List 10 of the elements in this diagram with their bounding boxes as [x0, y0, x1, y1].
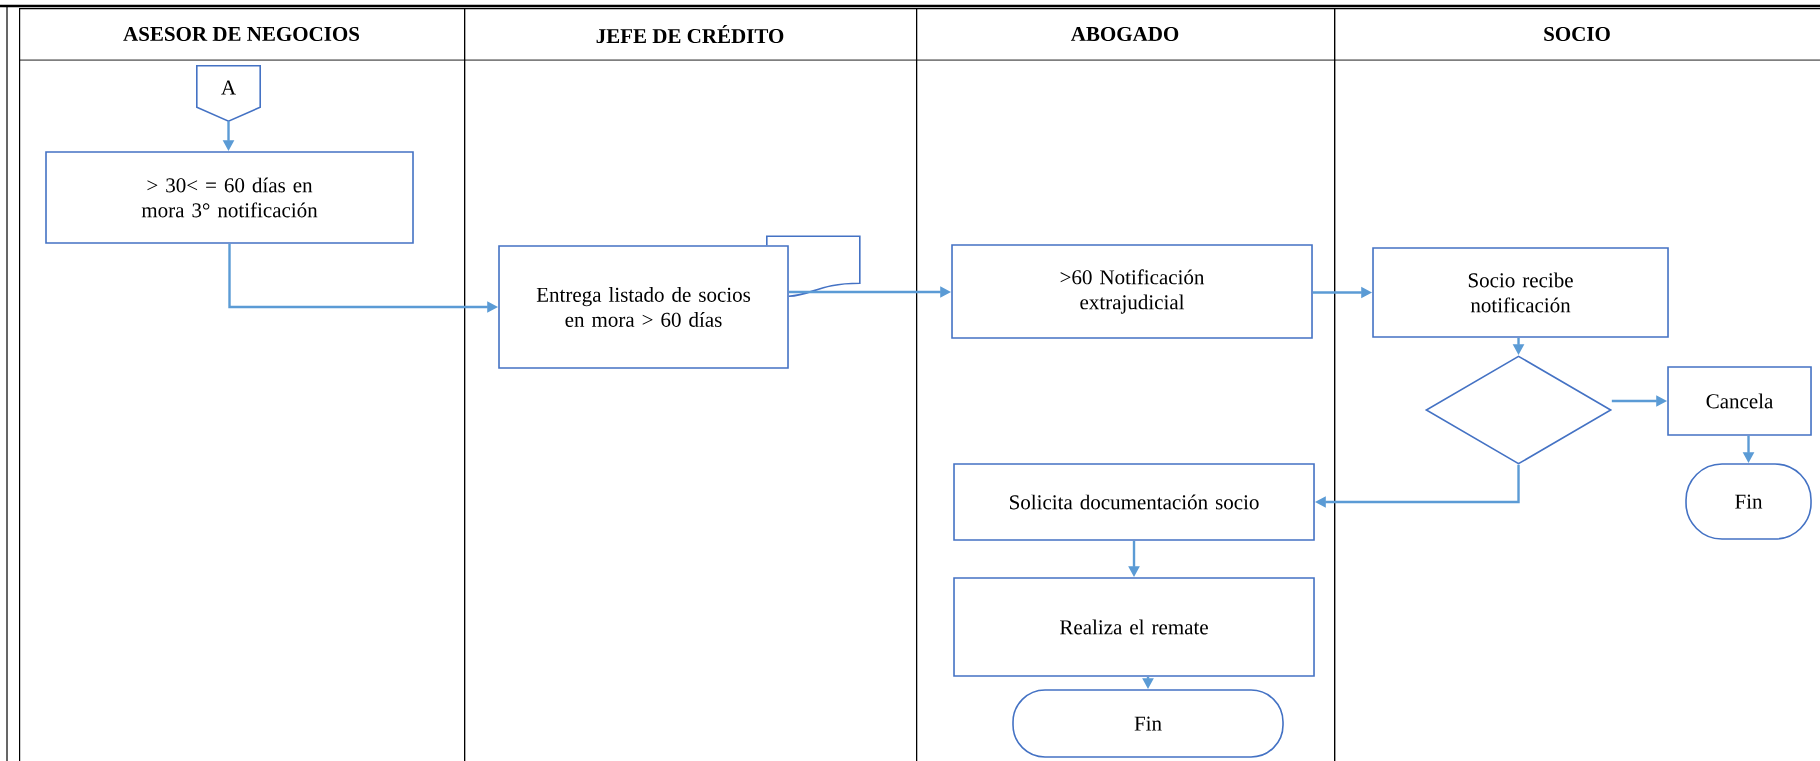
terminator: Fin: [1685, 463, 1812, 540]
off-page-connector: A: [196, 65, 261, 123]
document-box: Entrega listado de socios en mora > 60 días: [498, 235, 861, 369]
process-box: Socio recibe notificación: [1372, 247, 1669, 338]
process-box: > 30< = 60 días en mora 3° notificación: [45, 151, 414, 244]
process-box: >60 Notificación extrajudicial: [951, 244, 1313, 339]
process-box: Cancela: [1667, 366, 1812, 436]
process-box: Solicita documentación socio: [953, 463, 1315, 541]
terminator: Fin: [1012, 689, 1284, 758]
process-box: Realiza el remate: [953, 577, 1315, 677]
